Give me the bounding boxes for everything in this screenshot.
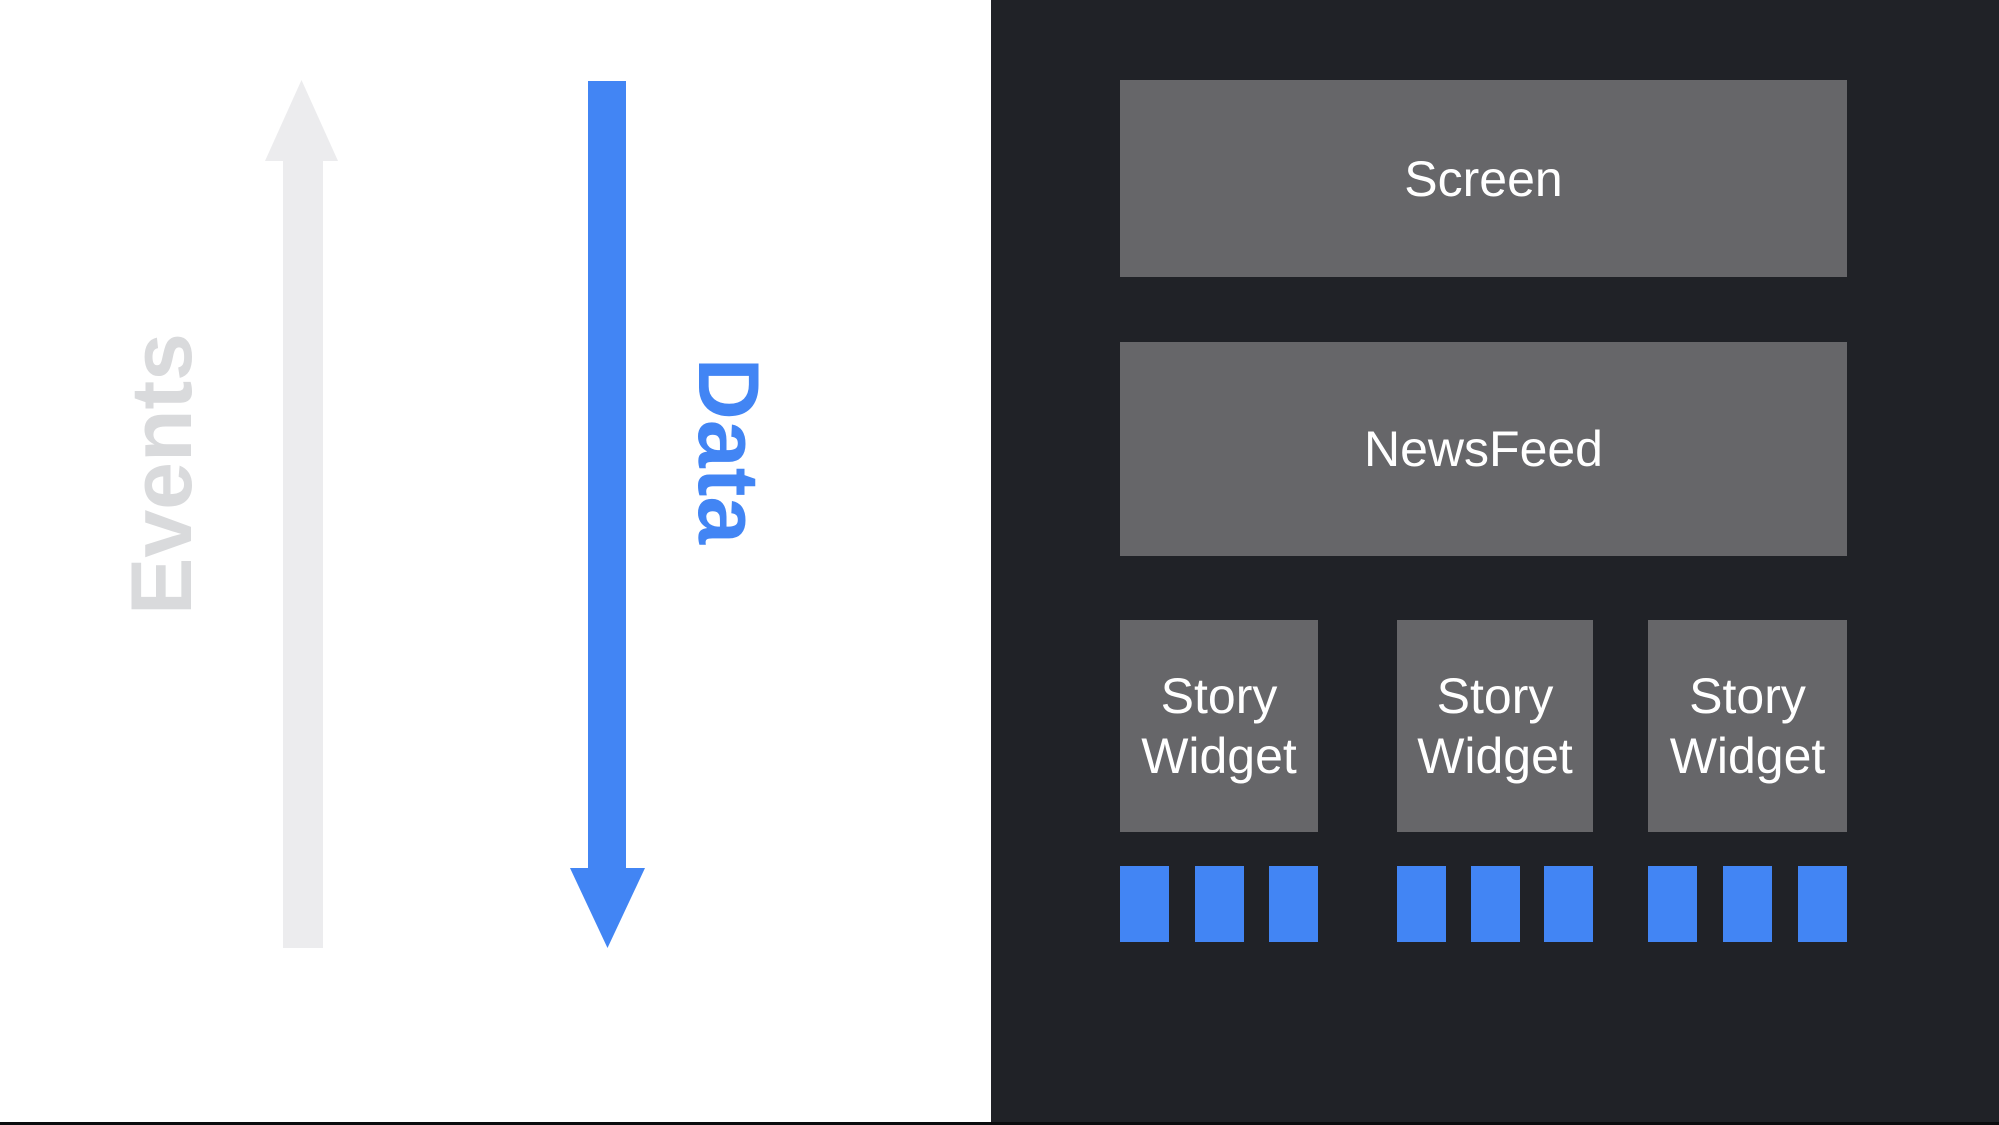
- story-block: [1723, 866, 1772, 942]
- story-block: [1470, 866, 1520, 942]
- story-widget-box: Story Widget: [1120, 620, 1318, 832]
- story-block: [1194, 866, 1244, 942]
- story-block: [1798, 866, 1847, 942]
- events-up-arrow-icon: [265, 80, 338, 948]
- newsfeed-box-label: NewsFeed: [1364, 421, 1603, 477]
- story-block: [1397, 866, 1446, 942]
- story-widget-box: Story Widget: [1397, 620, 1593, 832]
- bottom-edge-line: [0, 1122, 1999, 1125]
- screen-box-label: Screen: [1404, 150, 1563, 207]
- data-label: Data: [680, 357, 776, 545]
- screen-box: Screen: [1120, 80, 1847, 277]
- story-block: [1120, 866, 1169, 942]
- story-block-row: [1648, 866, 1847, 942]
- story-block-row: [1120, 866, 1318, 942]
- story-widget-label: Story Widget: [1417, 668, 1573, 784]
- story-block-row: [1397, 866, 1593, 942]
- story-block: [1648, 866, 1697, 942]
- story-widget-label: Story Widget: [1669, 668, 1826, 784]
- flow-panel: Events Data: [0, 0, 991, 1125]
- story-widget-box: Story Widget: [1648, 620, 1847, 832]
- story-widget-label: Story Widget: [1141, 668, 1297, 784]
- data-down-arrow-icon: [570, 81, 645, 948]
- story-block: [1544, 866, 1593, 942]
- widget-tree-panel: Screen NewsFeed Story Widget Story Widge…: [991, 0, 1999, 1125]
- events-label: Events: [114, 332, 210, 616]
- story-block: [1269, 866, 1318, 942]
- newsfeed-box: NewsFeed: [1120, 342, 1847, 556]
